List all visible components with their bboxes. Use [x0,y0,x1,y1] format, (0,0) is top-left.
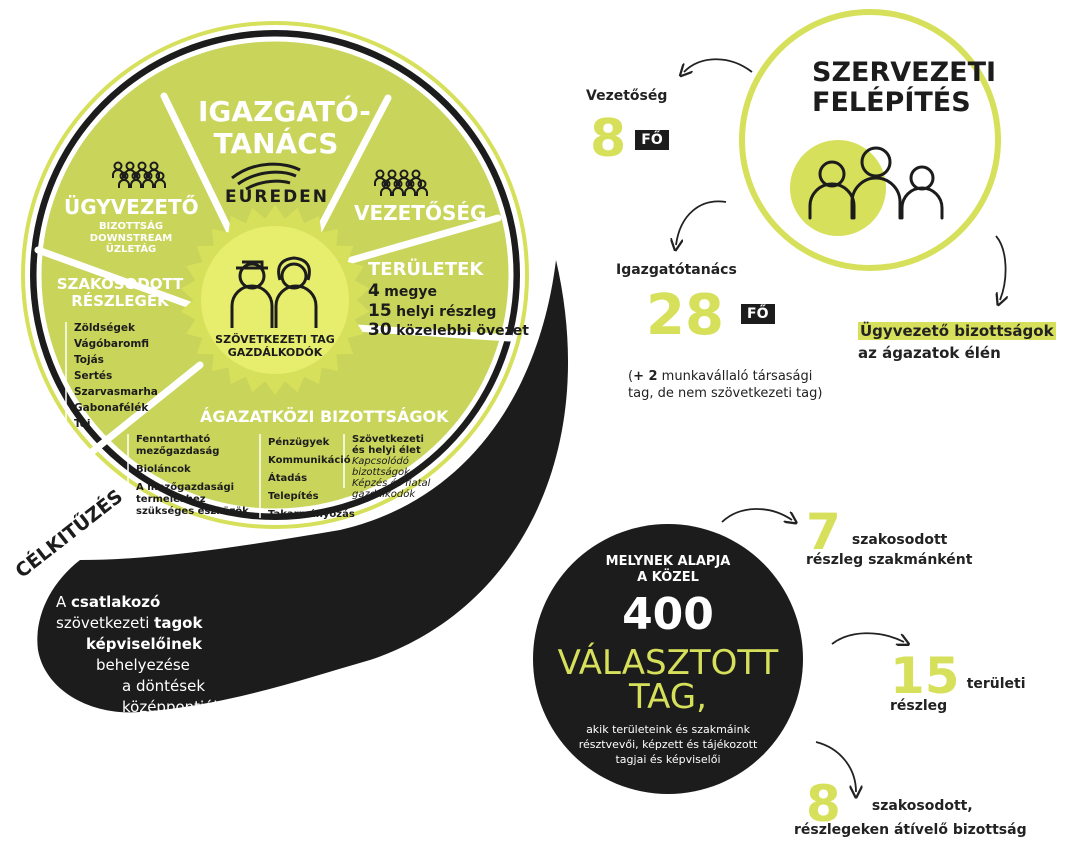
swoosh-shape [37,260,569,713]
territory-row: 30 közelebbi övezet [368,320,529,341]
person-body [130,179,142,188]
people-group-icon-right [374,169,428,196]
exec-committees: Ügyvezető bizottságok az ágazatok élén [858,322,1056,362]
stat-territorial: 15 területi [890,647,1026,705]
cross-col3: Szövetkezeti és helyi élet Kapcsolódó bi… [352,434,438,500]
people-group-icon-left [112,161,166,188]
list-ticks [65,322,345,518]
stat-cross-line2: részlegeken átívelő bizottság [794,822,1027,838]
center-disc [201,226,349,374]
list-item: Tojás [74,354,104,366]
based-circle [533,524,803,794]
based-top: MELYNEK ALAPJA A KÖZEL [605,554,731,585]
org-people-icon [808,146,944,220]
person-body [112,169,124,178]
executive-title-sub1: BIZOTTSÁG [98,221,164,232]
board-label: Igazgatótanács [616,262,737,278]
board-note: (+ 2 munkavállaló társasági tag, de nem … [628,369,823,401]
list-item: A mezőgazdasági termeléshez szükséges es… [136,482,249,517]
person-body [410,177,422,186]
wheel-white-band [36,36,514,514]
person-body [118,179,130,188]
org-icon-disc [790,140,886,236]
board-title: IGAZGATÓ- TANÁCS [198,95,371,161]
person-body [374,177,386,186]
specialized-list: Zöldségek Vágóbaromfi Tojás Sertés Szarv… [74,320,158,432]
list-item: Zöldségek [74,322,135,334]
person-body [404,187,416,196]
list-item: Átadás [268,473,308,484]
cross-title: ÁGAZATKÖZI BIZOTTSÁGOK [200,407,449,426]
based-word: VÁLASZTOTT TAG, [557,643,779,717]
list-item: Takarmányozás [268,509,355,520]
stat-cross: 8 szakosodott, [806,775,973,833]
list-item: Kapcsolódó bizottságok [352,456,410,478]
list-item: Sertés [74,370,113,382]
person-body [136,169,148,178]
list-item: Vágóbaromfi [74,338,150,350]
cross-col2: Pénzügyek Kommunikáció Átadás Telepítés … [268,434,355,524]
list-item: Képzés és fiatal gazdálkodók [352,478,431,500]
person-body [148,169,160,178]
stat-specialized: 7 szakosodott [806,503,948,561]
cross-col1: Fenntartható mezőgazdaság Bioláncok A me… [136,434,256,518]
wheel-outline-ring [21,21,529,529]
based-number: 400 [622,589,714,640]
territory-row: 15 helyi részleg [368,300,497,321]
list-item: Fenntartható mezőgazdaság [136,434,220,457]
wheel-dividers [34,92,514,459]
list-item: Telepítés [268,491,319,502]
stat-specialized-line2: részleg szakmánként [806,552,973,568]
farmer-icons [230,256,318,328]
eureden-logo-text: EUREDEN [224,187,330,207]
specialized-title: SZAKOSODOTT RÉSZLEGEK [56,275,184,311]
person-body [142,179,154,188]
board-title-line1: IGAZGATÓ- [198,95,371,128]
goal-text: A csatlakozó szövetkezeti tagok képvisel… [56,593,237,716]
person-body [154,179,166,188]
stat-territorial-line2: részleg [890,698,948,714]
executive-title-sub2: DOWNSTREAM ÜZLETÁG [89,232,173,256]
list-item: Kommunikáció [268,455,351,466]
person-body [392,187,404,196]
connector-arrows [676,58,1006,792]
based-desc: akik területeink és szakmáink résztvevői… [578,723,758,766]
leadership-label: Vezetőség [586,88,668,104]
person-body [380,187,392,196]
org-circle [739,9,1001,271]
territories-list: 4 megye 15 helyi részleg 30 közelebbi öv… [368,281,529,341]
org-title: SZERVEZETI FELÉPÍTÉS [812,57,997,118]
list-item: Gabonafélék [74,402,149,414]
executive-title: ÜGYVEZETŐ BIZOTTSÁG DOWNSTREAM ÜZLETÁG [64,195,199,256]
list-item: Tej [74,418,91,430]
list-item: Szarvasmarha [74,386,158,398]
person-body [416,187,428,196]
center-label: SZÖVETKEZETI TAG GAZDÁLKODÓK [215,333,335,359]
leadership-count: 8 FŐ [590,109,669,170]
board-count: 28 FŐ [646,283,775,348]
leadership-title: VEZETŐSÉG [354,201,487,225]
board-title-line2: TANÁCS [213,127,339,161]
person-body [386,177,398,186]
territory-row: 4 megye [368,281,438,301]
list-item: Bioláncok [136,464,191,475]
executive-title-main: ÜGYVEZETŐ [64,195,199,219]
person-body [124,169,136,178]
cross-col3-title: Szövetkezeti és helyi élet [352,434,424,456]
eureden-logo-swoosh [231,162,301,191]
territories-title: TERÜLETEK [368,259,484,280]
list-item: Pénzügyek [268,437,330,448]
person-body [398,177,410,186]
